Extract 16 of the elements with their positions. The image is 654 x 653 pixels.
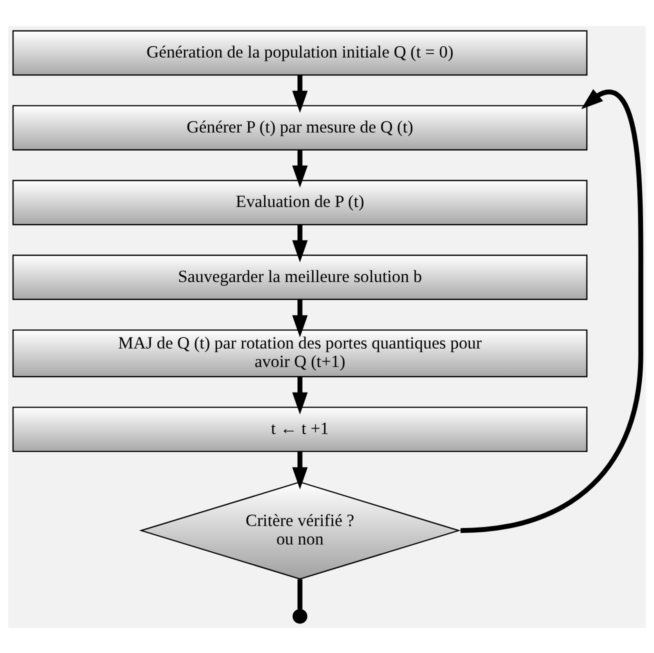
- node-box: Générer P (t) par mesure de Q (t): [12, 104, 588, 150]
- arrow: [292, 298, 308, 337]
- arrow: [292, 149, 308, 188]
- arrow: [292, 451, 308, 489]
- arrow: [292, 74, 308, 112]
- connector: [298, 578, 302, 609]
- node-box: MAJ de Q (t) par rotation des portes quantiques pour avoir Q (t+1): [12, 328, 588, 377]
- node-box: Sauvegarder la meilleure solution b: [12, 254, 588, 300]
- node-circle: [292, 608, 308, 624]
- node-diamond: Critère vérifié ? ou non: [139, 480, 461, 580]
- node-box: t ← t +1: [12, 406, 588, 452]
- node-box: Evaluation de P (t): [12, 179, 588, 225]
- arrow: [292, 224, 308, 262]
- arrow: [460, 88, 644, 532]
- node-box: Génération de la population initiale Q (t = 0): [12, 30, 588, 76]
- arrow: [292, 376, 308, 414]
